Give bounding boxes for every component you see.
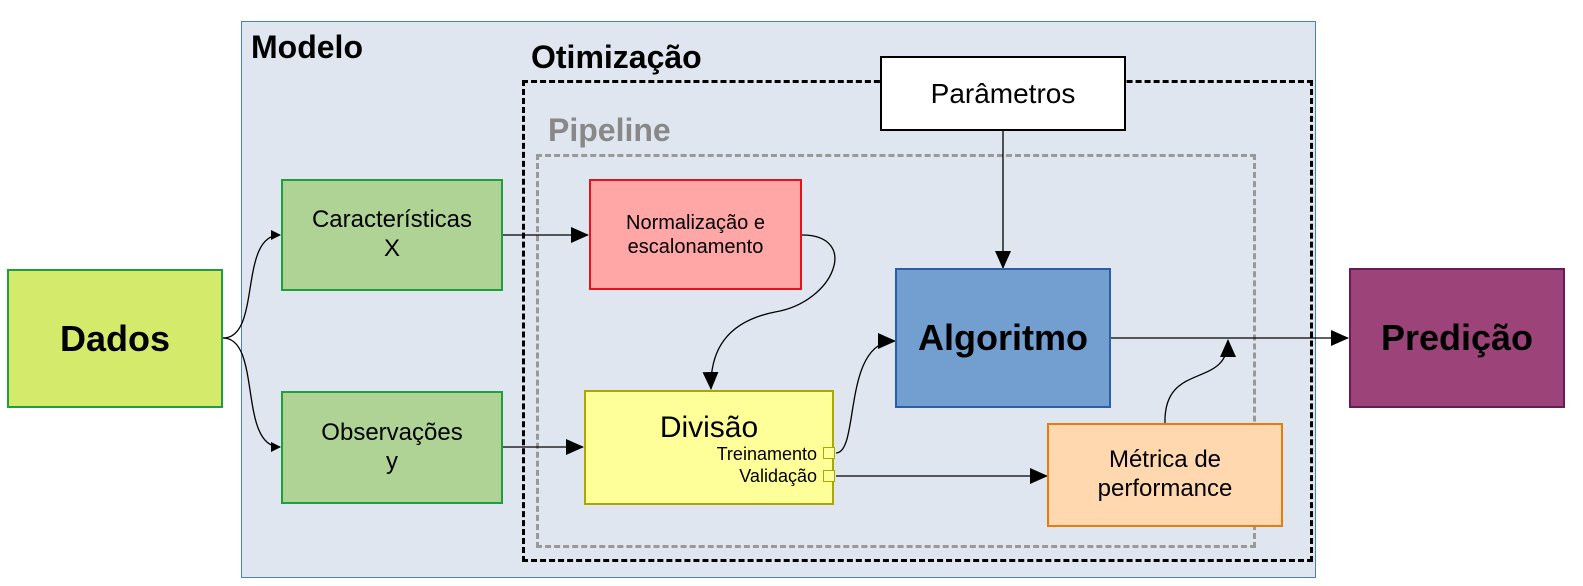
parametros-label: Parâmetros: [930, 77, 1076, 109]
validacao-port: [823, 470, 835, 482]
normalizacao-label-1: Normalização e: [626, 211, 765, 234]
metrica-node: Métrica de performance: [1047, 423, 1283, 527]
caracteristicas-node: Características X: [281, 179, 503, 291]
parametros-node: Parâmetros: [880, 56, 1126, 131]
observacoes-label: Observações: [321, 418, 463, 446]
edge-dados-observacoes: [222, 337, 281, 452]
predicao-label: Predição: [1380, 317, 1534, 359]
divisao-node: Divisão: [584, 390, 834, 505]
caracteristicas-symbol: X: [383, 235, 400, 262]
divisao-title: Divisão: [659, 411, 759, 444]
observacoes-node: Observações y: [281, 391, 503, 504]
dados-label: Dados: [59, 317, 171, 359]
edge-normalizacao-divisao: [702, 234, 836, 390]
edge-metrica-output: [1164, 339, 1236, 425]
normalizacao-node: Normalização e escalonamento: [589, 179, 802, 290]
metrica-label-1: Métrica de: [1108, 446, 1222, 474]
treinamento-port: [823, 447, 835, 459]
algoritmo-node: Algoritmo: [895, 268, 1111, 408]
modelo-title: Modelo: [251, 29, 363, 65]
normalizacao-label-2: escalonamento: [627, 235, 764, 258]
caracteristicas-label: Características: [311, 206, 473, 234]
edge-treinamento-algoritmo: [835, 333, 896, 454]
dados-node: Dados: [7, 269, 223, 408]
pipeline-region: [536, 154, 1256, 548]
edge-dados-caracteristicas: [222, 230, 281, 339]
metrica-label-2: performance: [1097, 475, 1233, 502]
port-label-validacao: Validação: [739, 466, 817, 486]
port-label-treinamento: Treinamento: [716, 444, 817, 464]
algoritmo-label: Algoritmo: [918, 317, 1088, 359]
observacoes-symbol: y: [386, 447, 398, 475]
pipeline-title: Pipeline: [548, 112, 671, 148]
otimizacao-title: Otimização: [531, 39, 702, 75]
predicao-node: Predição: [1349, 268, 1565, 408]
